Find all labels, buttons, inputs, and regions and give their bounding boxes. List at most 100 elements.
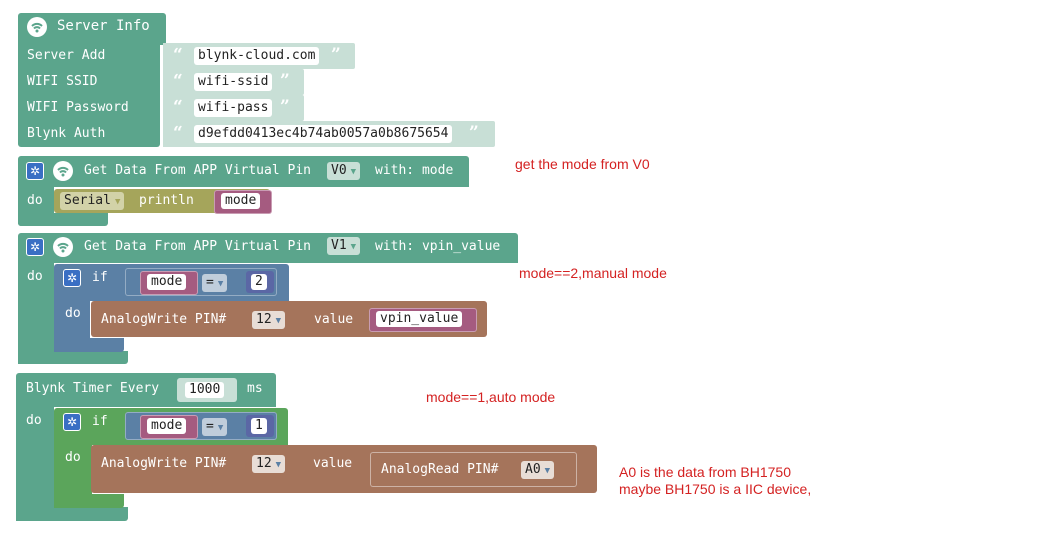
note-get-mode: get the mode from V0	[515, 156, 650, 172]
read-pin-dropdown[interactable]: A0▼	[521, 461, 555, 479]
blynk-auth-string[interactable]: “ d9efdd0413ec4b74ab0057a0b8675654 ”	[163, 121, 495, 147]
serial-println-block[interactable]: Serial▼ println mode	[54, 189, 272, 214]
v1-do-label: do	[27, 269, 43, 284]
quote-close-icon: ”	[280, 71, 290, 91]
chevron-down-icon: ▼	[217, 279, 224, 289]
if-label: if	[92, 270, 108, 285]
server-info-block[interactable]: Server Info Server Add WIFI SSID WIFI Pa…	[18, 13, 166, 147]
mode-variable-name[interactable]: mode	[221, 193, 261, 209]
number-block[interactable]: 2	[246, 271, 274, 293]
chevron-down-icon: ▼	[275, 460, 282, 470]
wifi-password-value[interactable]: wifi-pass	[194, 99, 273, 117]
wifi-icon	[27, 17, 47, 37]
analog-write-label: AnalogWrite PIN#	[101, 312, 227, 327]
v1-pin-value: V1	[331, 238, 347, 253]
number-block[interactable]: 1	[246, 415, 274, 437]
virtual-pin-v0-block[interactable]: ✲ Get Data From APP Virtual Pin V0▼ with…	[18, 156, 469, 226]
compare-operator-dropdown[interactable]: =▼	[202, 274, 228, 292]
wifi-password-label: WIFI Password	[27, 100, 129, 115]
v1-block-title: Get Data From APP Virtual Pin	[84, 239, 311, 254]
server-info-title: Server Info	[57, 18, 150, 34]
timer-unit: ms	[247, 381, 263, 396]
note-bh1750-data: A0 is the data from BH1750	[619, 464, 791, 480]
value-label: value	[314, 312, 354, 327]
analog-read-label: AnalogRead PIN#	[381, 462, 499, 477]
compare-value[interactable]: 2	[251, 274, 267, 290]
timer-title: Blynk Timer Every	[26, 381, 160, 396]
if-block-timer[interactable]: ✲ if do mode =▼ 1	[54, 408, 599, 508]
wifi-icon	[53, 161, 73, 181]
wifi-password-string[interactable]: “ wifi-pass ”	[163, 95, 304, 121]
chevron-down-icon: ▼	[275, 316, 282, 326]
compare-value[interactable]: 1	[251, 418, 267, 434]
v0-block-title: Get Data From APP Virtual Pin	[84, 163, 311, 178]
chevron-down-icon: ▼	[217, 423, 224, 433]
virtual-pin-v1-block[interactable]: ✲ Get Data From APP Virtual Pin V1▼ with…	[18, 233, 518, 364]
blynk-auth-label: Blynk Auth	[27, 126, 106, 141]
wifi-ssid-value[interactable]: wifi-ssid	[194, 73, 273, 91]
note-bh1750-iic: maybe BH1750 is a IIC device,	[619, 481, 812, 497]
vpin-value-variable[interactable]: vpin_value	[369, 308, 477, 332]
wifi-icon	[53, 237, 73, 257]
quote-open-icon: “	[173, 123, 183, 143]
pin-value: 12	[256, 456, 272, 471]
wifi-ssid-label: WIFI SSID	[27, 74, 98, 89]
chevron-down-icon: ▼	[350, 167, 357, 177]
v0-do-label: do	[27, 193, 43, 208]
chevron-down-icon: ▼	[350, 242, 357, 252]
serial-value: Serial	[64, 193, 111, 208]
server-add-label: Server Add	[27, 48, 106, 63]
v1-pin-dropdown[interactable]: V1▼	[327, 237, 361, 255]
quote-open-icon: “	[173, 97, 183, 117]
analog-write-block-timer[interactable]: AnalogWrite PIN# 12▼ value AnalogRead PI…	[91, 445, 597, 493]
server-add-value[interactable]: blynk-cloud.com	[194, 47, 320, 65]
if-label: if	[92, 414, 108, 429]
gear-icon[interactable]: ✲	[63, 413, 81, 431]
wifi-ssid-string[interactable]: “ wifi-ssid ”	[163, 69, 304, 95]
interval-value[interactable]: 1000	[185, 382, 225, 398]
chevron-down-icon: ▼	[544, 466, 551, 476]
v0-with-label: with: mode	[375, 163, 454, 178]
v0-pin-dropdown[interactable]: V0▼	[327, 162, 361, 180]
if-block-v1[interactable]: ✲ if do mode =▼ 2	[54, 264, 489, 352]
mode-variable[interactable]: mode	[140, 271, 198, 295]
mode-variable-name[interactable]: mode	[147, 274, 187, 290]
if-do-label: do	[65, 306, 81, 321]
blynk-timer-block[interactable]: Blynk Timer Every 1000 ms do	[16, 373, 276, 521]
quote-close-icon: ”	[331, 45, 341, 65]
quote-close-icon: ”	[469, 123, 479, 143]
gear-icon[interactable]: ✲	[26, 238, 44, 256]
server-add-string[interactable]: “ blynk-cloud.com ”	[163, 43, 355, 69]
operator-value: =	[206, 275, 214, 290]
note-manual-mode: mode==2,manual mode	[519, 265, 667, 281]
pin-dropdown[interactable]: 12▼	[252, 311, 286, 329]
gear-icon[interactable]: ✲	[63, 269, 81, 287]
chevron-down-icon: ▼	[114, 197, 121, 207]
interval-number-block[interactable]: 1000	[177, 378, 237, 402]
analog-read-block[interactable]: AnalogRead PIN# A0▼	[370, 452, 577, 487]
timer-do-label: do	[26, 413, 42, 428]
vpin-value-name[interactable]: vpin_value	[376, 311, 463, 327]
if-do-label: do	[65, 450, 81, 465]
gear-icon[interactable]: ✲	[26, 162, 44, 180]
v0-pin-value: V0	[331, 163, 347, 178]
quote-open-icon: “	[173, 71, 183, 91]
note-auto-mode: mode==1,auto mode	[426, 389, 556, 405]
pin-value: 12	[256, 312, 272, 327]
blynk-auth-value[interactable]: d9efdd0413ec4b74ab0057a0b8675654	[194, 125, 453, 143]
mode-variable[interactable]: mode	[140, 415, 198, 439]
mode-variable[interactable]: mode	[214, 190, 272, 214]
operator-value: =	[206, 419, 214, 434]
analog-write-label: AnalogWrite PIN#	[101, 456, 227, 471]
mode-variable-name[interactable]: mode	[147, 418, 187, 434]
pin-dropdown[interactable]: 12▼	[252, 455, 286, 473]
analog-write-block-v1[interactable]: AnalogWrite PIN# 12▼ value vpin_value	[91, 301, 487, 337]
quote-close-icon: ”	[280, 97, 290, 117]
v1-with-label: with: vpin_value	[375, 239, 501, 254]
serial-dropdown[interactable]: Serial▼	[60, 192, 125, 210]
println-label: println	[139, 193, 194, 208]
compare-operator-dropdown[interactable]: =▼	[202, 418, 228, 436]
value-label: value	[313, 456, 353, 471]
read-pin-value: A0	[525, 462, 541, 477]
quote-open-icon: “	[173, 45, 183, 65]
